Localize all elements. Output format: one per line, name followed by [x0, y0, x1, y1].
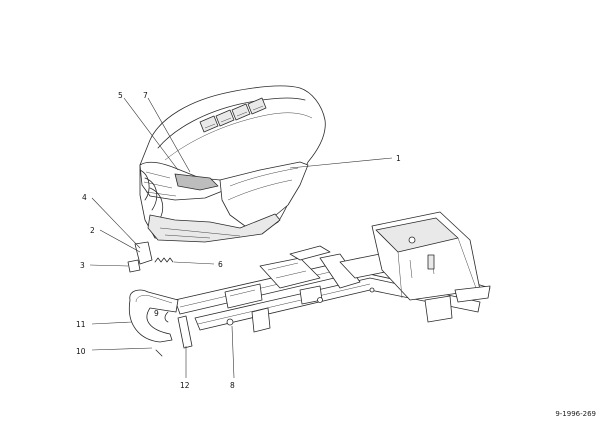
hood-assembly: [139, 85, 326, 243]
hood-vents: [199, 97, 267, 133]
callout-1-label: 1: [396, 154, 401, 163]
callout-6-label: 6: [218, 260, 223, 269]
callout-2-label: 2: [90, 226, 95, 235]
callout-9-label: 9: [154, 309, 159, 318]
callouts: 1 2 3 4 5 6 7 8 10 11 12 9: [76, 91, 401, 390]
callout-11-label: 11: [76, 320, 86, 329]
callout-12-label: 12: [180, 381, 190, 390]
callout-5-label: 5: [118, 91, 123, 100]
callout-8-label: 8: [230, 381, 235, 390]
callout-4-label: 4: [82, 193, 87, 202]
chassis-frame: [127, 211, 491, 357]
callout-3-label: 3: [80, 261, 85, 270]
callout-7-label: 7: [143, 91, 148, 100]
drawing-reference-code: 9-1996-269: [555, 410, 596, 418]
callout-10-label: 10: [76, 347, 86, 356]
